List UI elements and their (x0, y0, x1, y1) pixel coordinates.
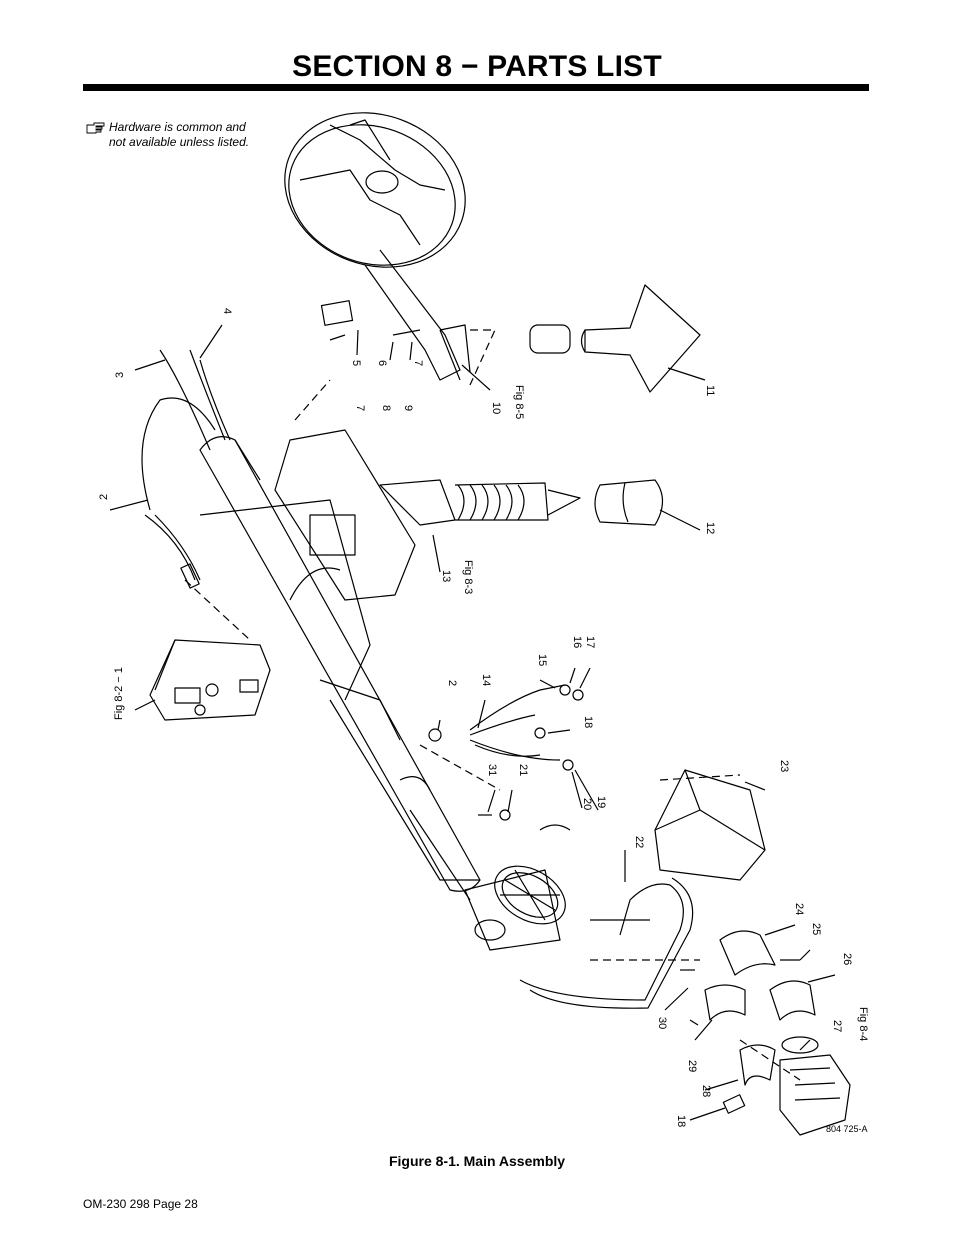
drive-wheel (464, 824, 571, 951)
bellows-cover (594, 479, 664, 526)
callout-8: 8 (380, 405, 392, 412)
callout-1: Fig 8-2 − 1 (113, 667, 125, 720)
main-boom (199, 436, 481, 901)
control-box (149, 639, 271, 721)
clamp-set (680, 930, 816, 1086)
pointing-hand-icon (86, 122, 105, 134)
callout-14: 14 (480, 674, 492, 687)
callout-18b: 18 (675, 1115, 687, 1128)
gun-cable (141, 349, 231, 589)
callout-27: 27 (831, 1020, 843, 1033)
wire-harness (428, 684, 584, 821)
callout-5: 5 (350, 360, 362, 367)
wire-reel (284, 112, 466, 268)
cover-box (654, 769, 766, 881)
callout-31: 31 (486, 764, 498, 777)
callout-22: 22 (633, 836, 645, 849)
title-rule (83, 84, 869, 91)
callout-7a: 7 (412, 360, 424, 367)
callout-28: 28 (700, 1085, 712, 1098)
callout-26: 26 (841, 953, 853, 966)
callout-leaders (109, 324, 836, 1121)
callout-25: 25 (810, 923, 822, 936)
callout-23: 23 (778, 760, 790, 773)
callout-3: 3 (114, 371, 126, 378)
callout-15: 15 (536, 654, 548, 667)
callout-2b: 2 (446, 680, 458, 687)
figure-caption: Figure 8-1. Main Assembly (388, 1153, 566, 1169)
fig-ref-8-5: Fig 8-5 (513, 385, 525, 420)
page-title: SECTION 8 − PARTS LIST (292, 50, 662, 83)
callout-30: 30 (656, 1017, 668, 1030)
callout-21: 21 (517, 764, 529, 777)
callout-19: 19 (595, 796, 607, 809)
handle-frame (519, 877, 694, 1009)
callout-9: 9 (402, 405, 414, 412)
callout-16: 16 (571, 636, 583, 649)
callout-2: 2 (98, 493, 110, 500)
callout-20: 20 (581, 798, 593, 811)
reel-support-arm (364, 249, 471, 381)
callout-4: 4 (221, 308, 233, 315)
fig-ref-8-4: Fig 8-4 (857, 1007, 869, 1042)
note-line-2: not available unless listed. (109, 135, 250, 149)
mounting-post (529, 284, 701, 393)
callout-17: 17 (584, 636, 596, 649)
callout-7b: 7 (354, 405, 366, 412)
drawing-number: 804 725-A (826, 1124, 868, 1134)
note-line-1: Hardware is common and (109, 120, 246, 134)
callout-13: 13 (440, 570, 452, 583)
callout-12: 12 (704, 522, 716, 535)
callout-18a: 18 (582, 716, 594, 729)
drive-motor (722, 1036, 851, 1136)
callout-24: 24 (793, 903, 805, 916)
fig-ref-8-3: Fig 8-3 (462, 560, 474, 595)
callout-11: 11 (704, 385, 716, 397)
page-footer: OM-230 298 Page 28 (83, 1197, 198, 1211)
callout-29: 29 (686, 1060, 698, 1073)
callout-10: 10 (490, 402, 502, 415)
carriage-assembly (274, 429, 581, 601)
callout-6: 6 (376, 360, 388, 367)
